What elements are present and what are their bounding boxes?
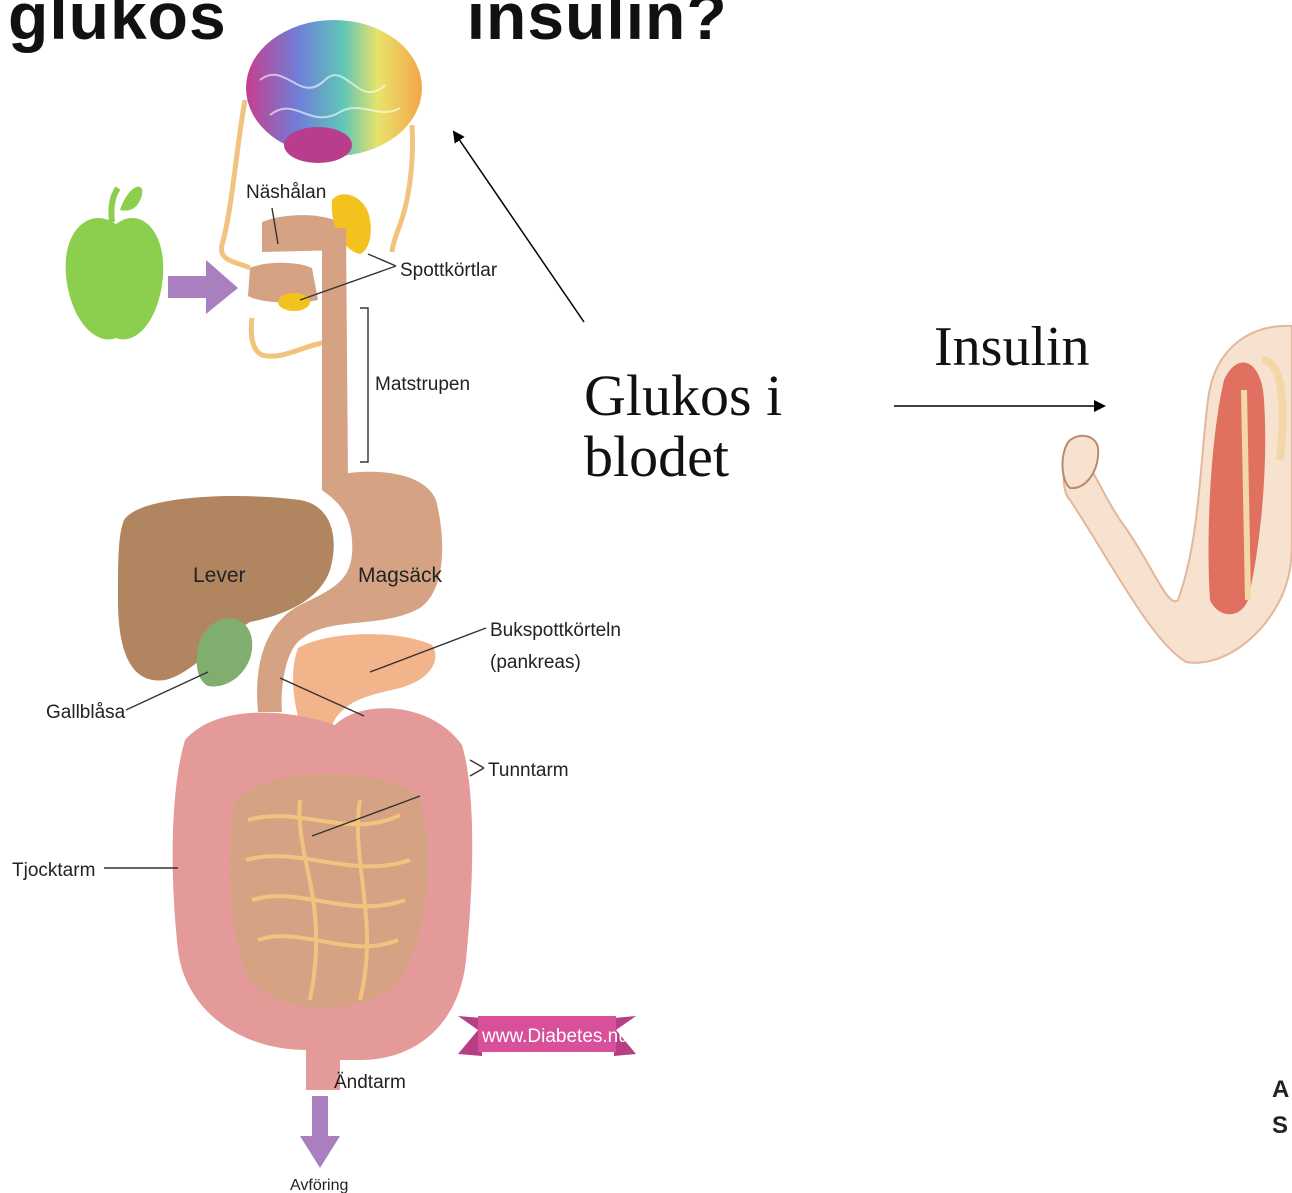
- label-magsack: Magsäck: [358, 564, 443, 587]
- label-gallblasa: Gallblåsa: [46, 702, 126, 723]
- website-label: www.Diabetes.nu: [481, 1026, 629, 1047]
- food-input-arrow-icon: [168, 260, 238, 314]
- apple-icon: [66, 187, 164, 340]
- label-andtarm: Ändtarm: [334, 1072, 406, 1093]
- output-arrow-icon: [300, 1096, 340, 1168]
- label-lever: Lever: [193, 564, 246, 587]
- label-bukspottkorteln: Bukspottkörteln: [490, 620, 621, 641]
- label-avforing: Avföring: [290, 1177, 348, 1193]
- corner-text-line-2: S: [1272, 1108, 1289, 1144]
- label-nashalan: Näshålan: [246, 182, 326, 203]
- label-pankreas: (pankreas): [490, 652, 581, 673]
- corner-text-line-1: A: [1272, 1072, 1289, 1108]
- insulin-label: Insulin: [934, 318, 1094, 377]
- arrow-to-brain-icon: [454, 132, 584, 322]
- arm-muscle-icon: [1063, 326, 1292, 663]
- small-intestine: [230, 774, 429, 1009]
- label-matstrupen: Matstrupen: [375, 374, 470, 395]
- label-tjocktarm: Tjocktarm: [12, 860, 95, 881]
- brain-icon: [246, 20, 422, 163]
- esophagus: [322, 228, 348, 490]
- label-tunntarm: Tunntarm: [488, 760, 569, 781]
- glukos-label: Glukos i blodet: [584, 366, 824, 488]
- corner-text: A S: [1272, 1072, 1289, 1144]
- label-spottkortlar: Spottkörtlar: [400, 260, 498, 281]
